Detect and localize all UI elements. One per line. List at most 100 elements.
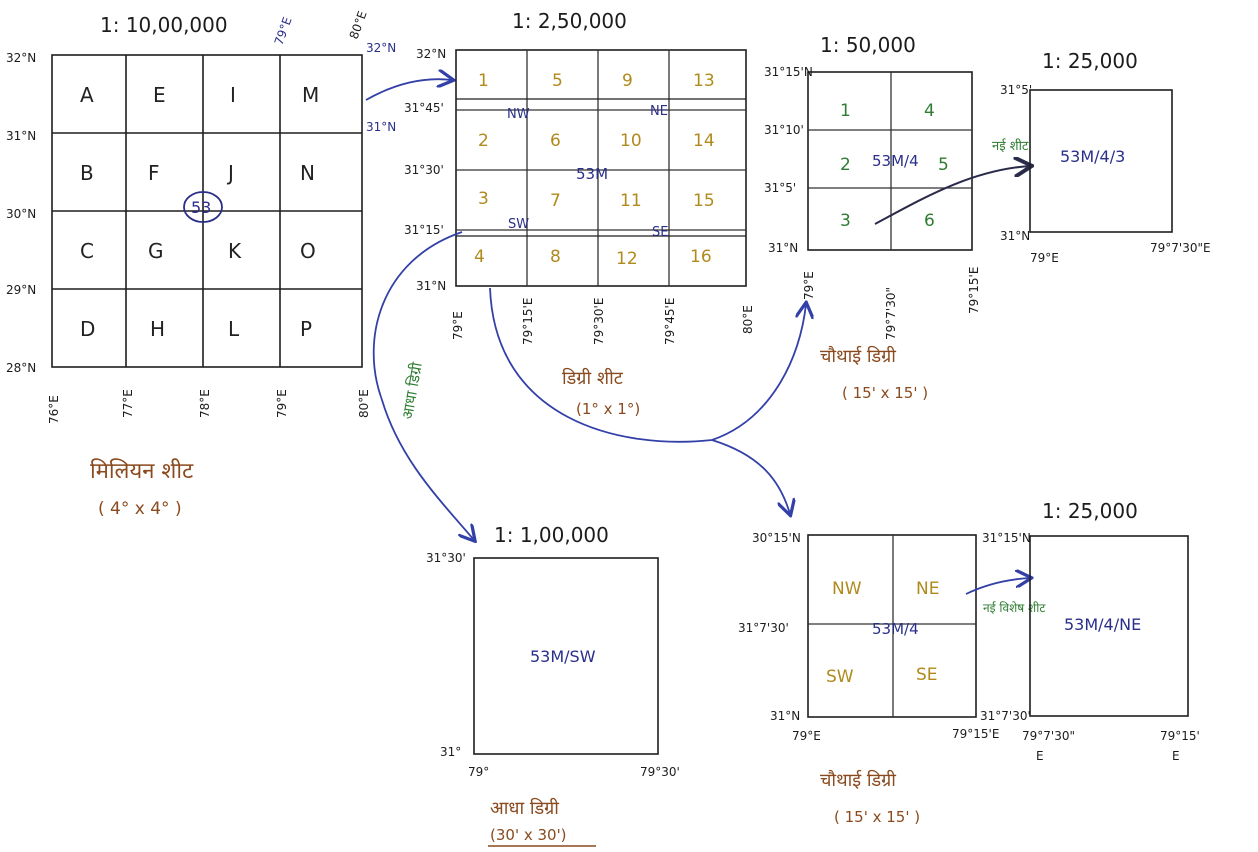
q1-lat-31: 31°N (768, 241, 798, 255)
q1-lat-315: 31°5' (764, 181, 796, 195)
cell-A: A (80, 83, 94, 107)
degree-center: 53M (576, 165, 608, 183)
right-lat-32: 32°N (366, 41, 396, 55)
deg-lon-79: 79°E (451, 311, 465, 340)
lon-76: 76°E (47, 395, 61, 424)
half-caption: आधा डिग्री (490, 797, 559, 819)
s25b-lon-left-e: E (1036, 749, 1044, 763)
s25a-lat-bot: 31°N (1000, 229, 1030, 243)
s25b-lat-top: 31°15'N (982, 531, 1031, 545)
deg-lat-32: 32°N (416, 47, 446, 61)
quarter-sheet-1: 1: 50,000 1 4 2 5 3 6 53M/4 31°15'N 31°1… (764, 33, 1029, 402)
lon-78: 78°E (198, 389, 212, 418)
scale-25000-b: 1: 25,000 (1042, 499, 1138, 523)
q2-new-sheet: नई विशेष शीट (983, 601, 1046, 615)
q2-caption: चौथाई डिग्री (820, 769, 896, 791)
million-cells: A E I M B F J N C G K O D H L P (80, 83, 319, 341)
arrow-degree-to-quarter (489, 287, 806, 443)
lat-30: 30°N (6, 207, 36, 221)
quarter-sheet-2: NW NE SW SE 53M/4 30°15'N 31°7'30' 31°N … (738, 531, 1046, 826)
lon-80: 80°E (357, 389, 371, 418)
cell-D: D (80, 317, 95, 341)
quad-se: SE (652, 225, 668, 240)
q2-lat-bot: 31°N (770, 709, 800, 723)
deg-lat-3130: 31°30' (404, 163, 444, 177)
q1-lat-3110: 31°10' (764, 123, 804, 137)
cell-11: 11 (620, 191, 642, 211)
half-lon-left: 79° (468, 765, 489, 779)
lat-31: 31°N (6, 129, 36, 143)
cell-I: I (230, 83, 236, 107)
q2-center: 53M/4 (872, 620, 919, 638)
grid-53-label: 53 (191, 198, 211, 217)
cell-15: 15 (693, 191, 715, 211)
lat-29: 29°N (6, 283, 36, 297)
deg-lon-80: 80°E (741, 305, 755, 334)
scale-million: 1: 10,00,000 (100, 13, 228, 37)
s25b-lat-bot: 31°7'30' (980, 709, 1031, 723)
quad-ne: NE (650, 104, 668, 119)
q1-new-sheet: नई शीट (992, 138, 1029, 154)
scale-25000-a: 1: 25,000 (1042, 49, 1138, 73)
cell-5: 5 (552, 71, 563, 91)
degree-caption-size: (1° x 1°) (576, 400, 640, 418)
half-degree-sheet: 1: 1,00,000 53M/SW 31°30' 31° 79° 79°30'… (426, 523, 680, 847)
cell-K: K (228, 239, 242, 263)
quad-nw: NW (507, 107, 530, 122)
lon-79: 79°E (275, 389, 289, 418)
cell-6: 6 (550, 131, 561, 151)
sheet-25000-a: 1: 25,000 53M/4/3 31°5' 31°N 79°E 79°7'3… (1000, 49, 1211, 265)
scale-50000: 1: 50,000 (820, 33, 916, 57)
top-lon-80: 80°E (347, 9, 370, 41)
deg-lat-3115: 31°15' (404, 223, 444, 237)
cell-4: 4 (474, 247, 485, 267)
s25a-lon-left: 79°E (1030, 251, 1059, 265)
cell-L: L (228, 317, 240, 341)
q1-caption: चौथाई डिग्री (820, 345, 896, 367)
q1-lon-79730: 79°7'30" (884, 287, 898, 340)
sheet-25b-label: 53M/4/NE (1064, 615, 1141, 634)
cell-16: 16 (690, 247, 712, 267)
deg-lat-31: 31°N (416, 279, 446, 293)
lon-77: 77°E (121, 389, 135, 418)
cell-E: E (153, 83, 166, 107)
cell-O: O (300, 239, 316, 263)
s25a-lat-top: 31°5' (1000, 83, 1032, 97)
q1-lon-79: 79°E (802, 271, 816, 300)
cell-P: P (300, 317, 312, 341)
cell-9: 9 (622, 71, 633, 91)
deg-lon-7915: 79°15'E (521, 298, 535, 345)
deg-lon-7945: 79°45'E (663, 298, 677, 345)
half-caption-size: (30' x 30') (490, 826, 567, 844)
million-caption: मिलियन शीट (90, 458, 194, 484)
q2-lat-mid: 31°7'30' (738, 621, 789, 635)
cell-14: 14 (693, 131, 715, 151)
s25b-lon-right: 79°15' (1160, 729, 1200, 743)
q2-lon-left: 79°E (792, 729, 821, 743)
q1-cell-5: 5 (938, 155, 949, 175)
q1-cell-2: 2 (840, 155, 851, 175)
q2-lon-right: 79°15'E (952, 727, 999, 741)
lat-28: 28°N (6, 361, 36, 375)
cell-C: C (80, 239, 94, 263)
cell-2: 2 (478, 131, 489, 151)
cell-F: F (148, 161, 160, 185)
cell-10: 10 (620, 131, 642, 151)
cell-M: M (302, 83, 319, 107)
cell-H: H (150, 317, 165, 341)
degree-cells: 1 5 9 13 2 6 10 14 3 7 11 15 4 8 12 16 (474, 71, 715, 269)
s25b-lon-right-e: E (1172, 749, 1180, 763)
cell-7: 7 (550, 191, 561, 211)
half-lon-right: 79°30' (640, 765, 680, 779)
q1-cell-4: 4 (924, 101, 935, 121)
million-sheet: 1: 10,00,000 A E I M B F J N C G K O D H… (6, 9, 396, 519)
top-lon-79: 79°E (272, 15, 295, 47)
q2-cell-sw: SW (826, 667, 854, 687)
half-degree-label: आधा डिग्री (398, 360, 426, 421)
million-caption-size: ( 4° x 4° ) (98, 499, 182, 519)
quad-sw: SW (508, 217, 529, 232)
q2-cell-se: SE (916, 665, 938, 685)
cell-13: 13 (693, 71, 715, 91)
degree-caption: डिग्री शीट (562, 367, 624, 389)
deg-lat-3145: 31°45' (404, 101, 444, 115)
